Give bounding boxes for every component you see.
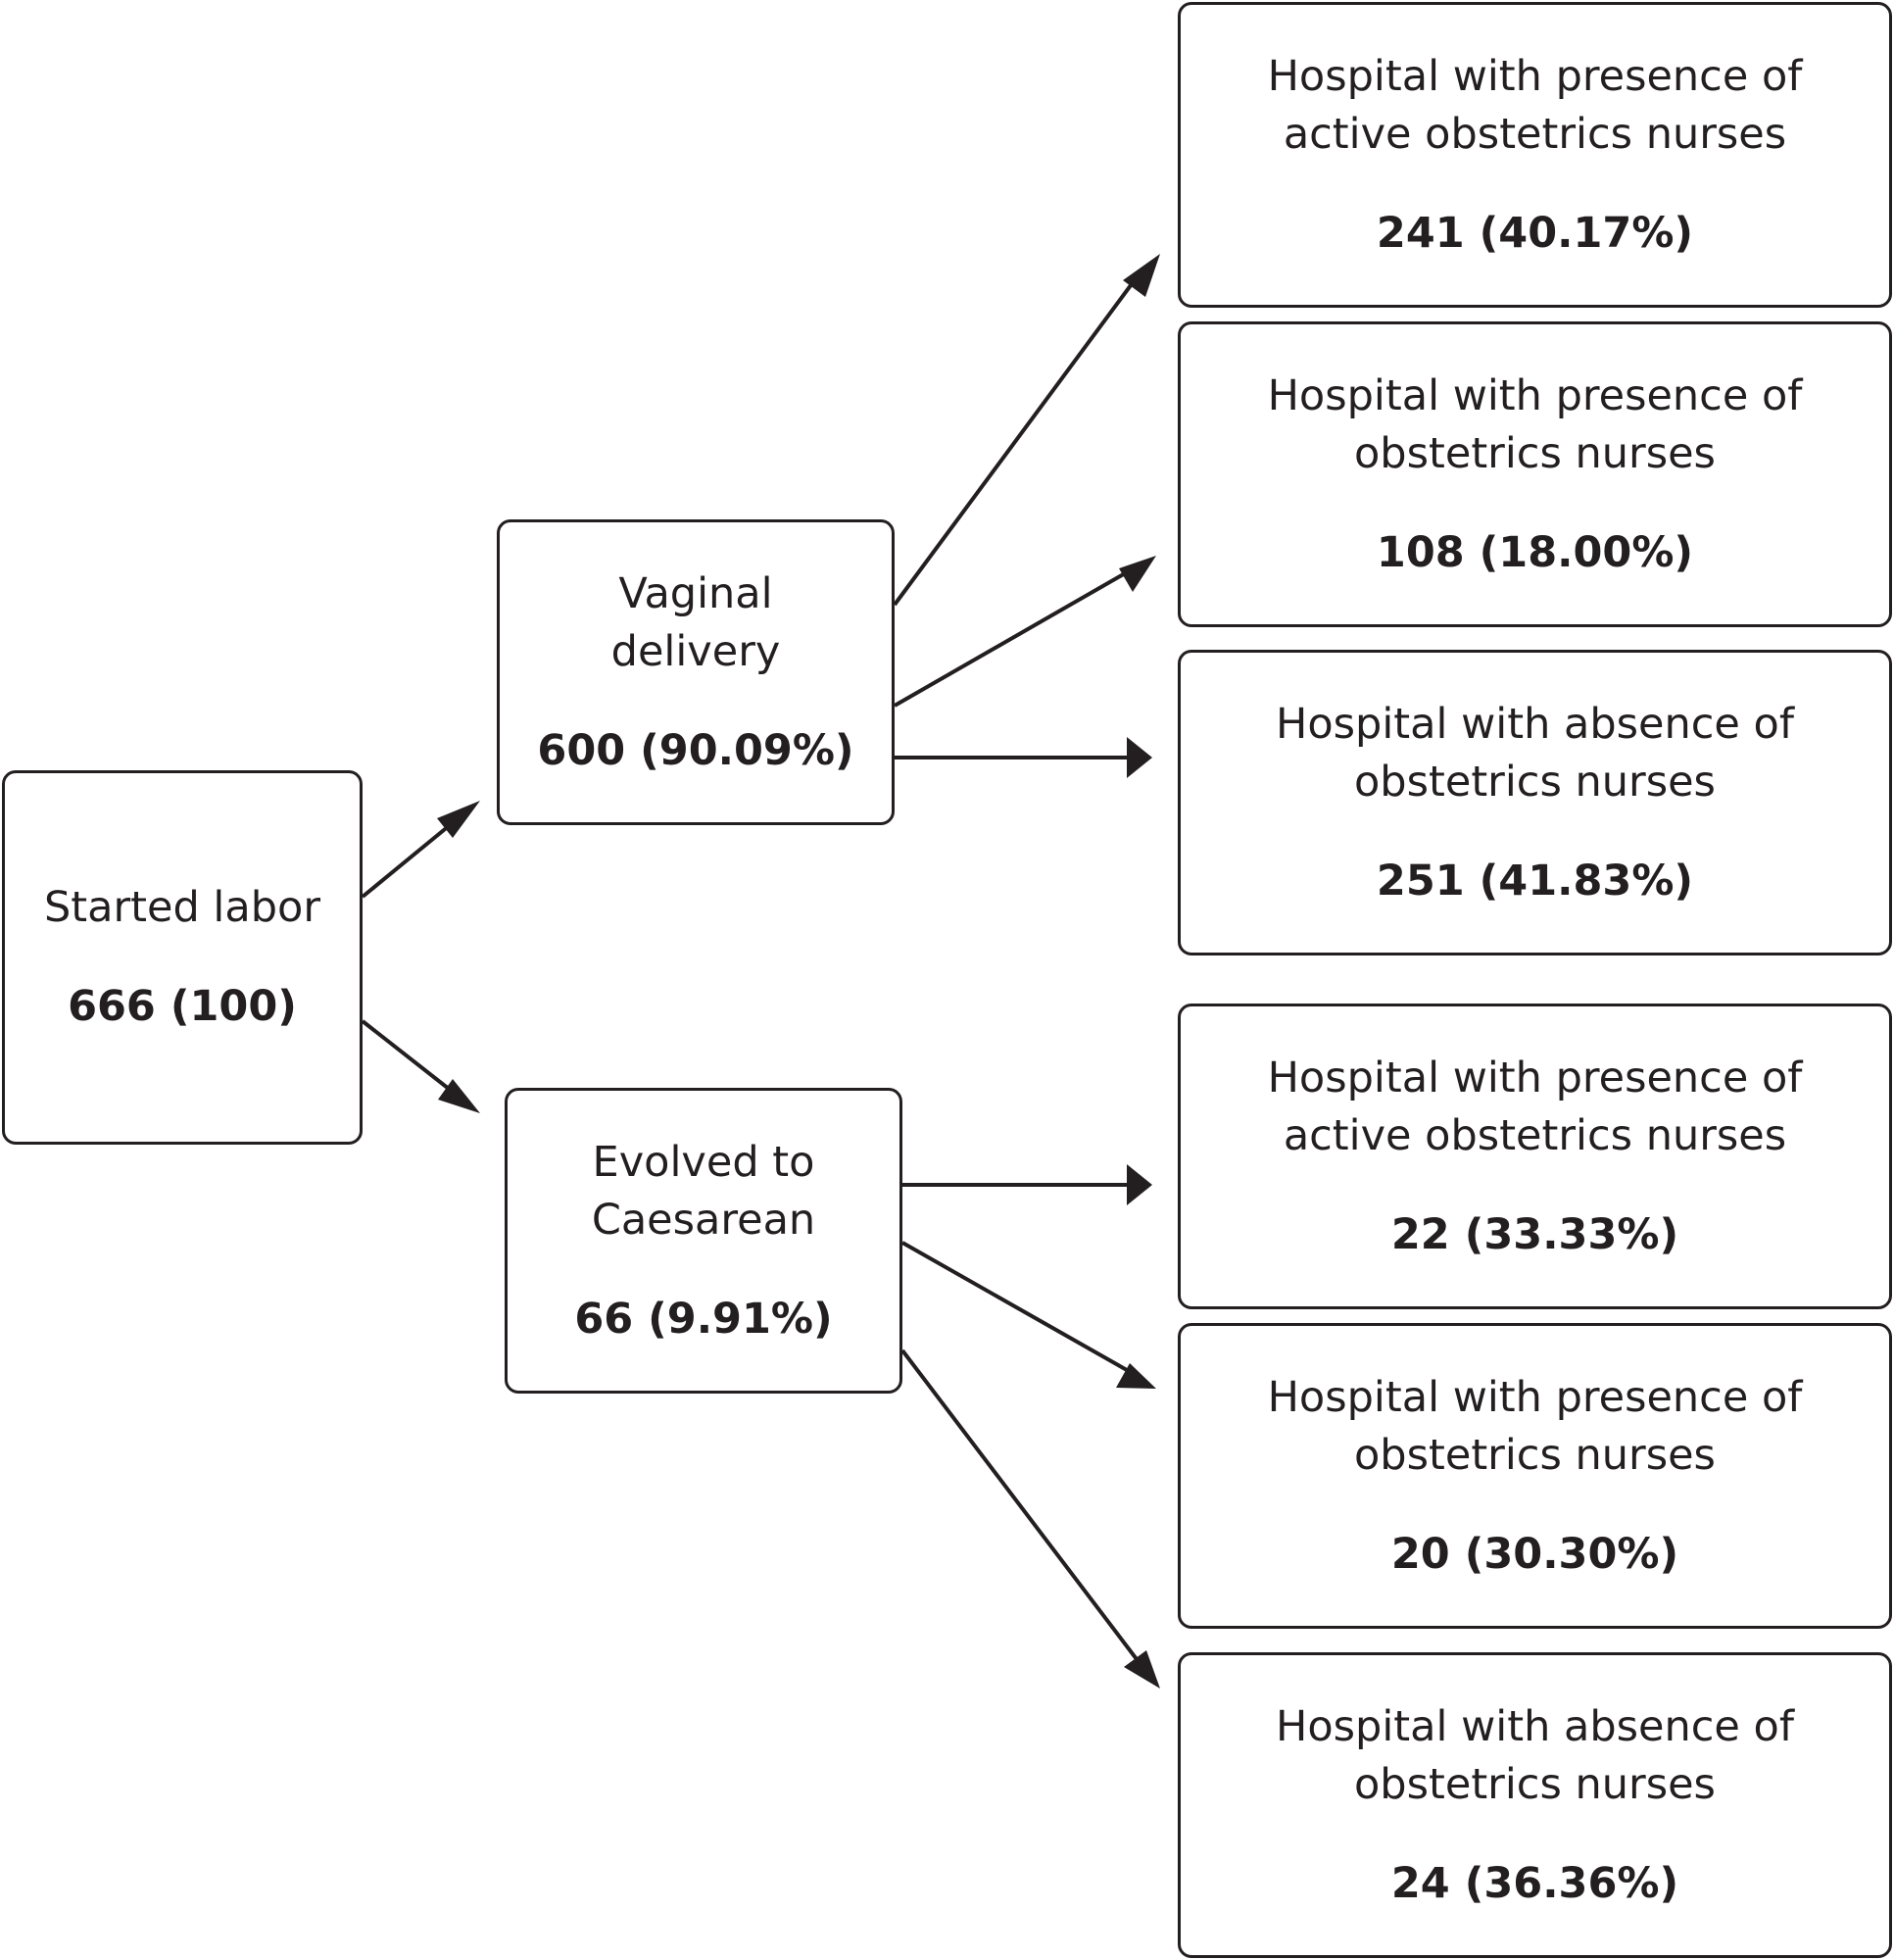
vaginal-outcome-3-box: Hospital with absence of obstetrics nurs… [1178,650,1892,956]
vaginal-outcome-1-box: Hospital with presence of active obstetr… [1178,2,1892,308]
caesarean-label: Evolved to Caesarean [591,1137,816,1245]
vaginal-outcome-2-box: Hospital with presence of obstetrics nur… [1178,321,1892,627]
outcome-label: Hospital with presence of active obstetr… [1267,1053,1803,1160]
vaginal-delivery-count: 600 (90.09%) [537,725,854,775]
vaginal-delivery-label: Vaginal delivery [610,568,781,676]
arrowhead [1123,254,1160,297]
arrow-vaginal-to-outcome-1 [893,275,1139,607]
outcome-label: Hospital with presence of active obstetr… [1267,51,1803,159]
outcome-count: 108 (18.00%) [1376,527,1694,577]
caesarean-outcome-1-box: Hospital with presence of active obstetr… [1178,1004,1892,1309]
arrowhead [437,801,480,838]
arrowhead [1124,1650,1160,1689]
caesarean-outcome-2-box: Hospital with presence of obstetrics nur… [1178,1323,1892,1629]
arrowhead [1127,1164,1152,1205]
started-labor-box: Started labor 666 (100) [2,770,363,1145]
arrow-caesarean-to-outcome-2 [901,1241,1128,1372]
caesarean-outcome-3-box: Hospital with absence of obstetrics nurs… [1178,1652,1892,1958]
caesarean-box: Evolved to Caesarean 66 (9.91%) [505,1088,902,1394]
outcome-count: 251 (41.83%) [1376,856,1694,906]
started-labor-count: 666 (100) [68,982,297,1031]
outcome-label: Hospital with absence of obstetrics nurs… [1276,699,1794,807]
arrow-root-to-vaginal [361,814,462,899]
outcome-label: Hospital with presence of obstetrics nur… [1267,370,1803,478]
outcome-count: 24 (36.36%) [1390,1858,1679,1908]
caesarean-count: 66 (9.91%) [574,1294,833,1344]
arrowhead [1119,556,1156,592]
arrowhead [438,1079,480,1113]
arrowhead [1127,737,1152,778]
outcome-count: 22 (33.33%) [1390,1209,1679,1259]
outcome-count: 20 (30.30%) [1390,1529,1679,1579]
started-labor-label: Started labor [43,883,321,932]
vaginal-delivery-box: Vaginal delivery 600 (90.09%) [497,519,895,825]
arrow-root-to-caesarean [361,1019,464,1102]
arrow-vaginal-to-outcome-2 [894,570,1128,708]
arrow-caesarean-to-outcome-3 [900,1348,1141,1665]
outcome-label: Hospital with absence of obstetrics nurs… [1276,1701,1794,1809]
outcome-label: Hospital with presence of obstetrics nur… [1267,1372,1803,1480]
arrowhead [1116,1363,1156,1389]
outcome-count: 241 (40.17%) [1376,208,1694,258]
